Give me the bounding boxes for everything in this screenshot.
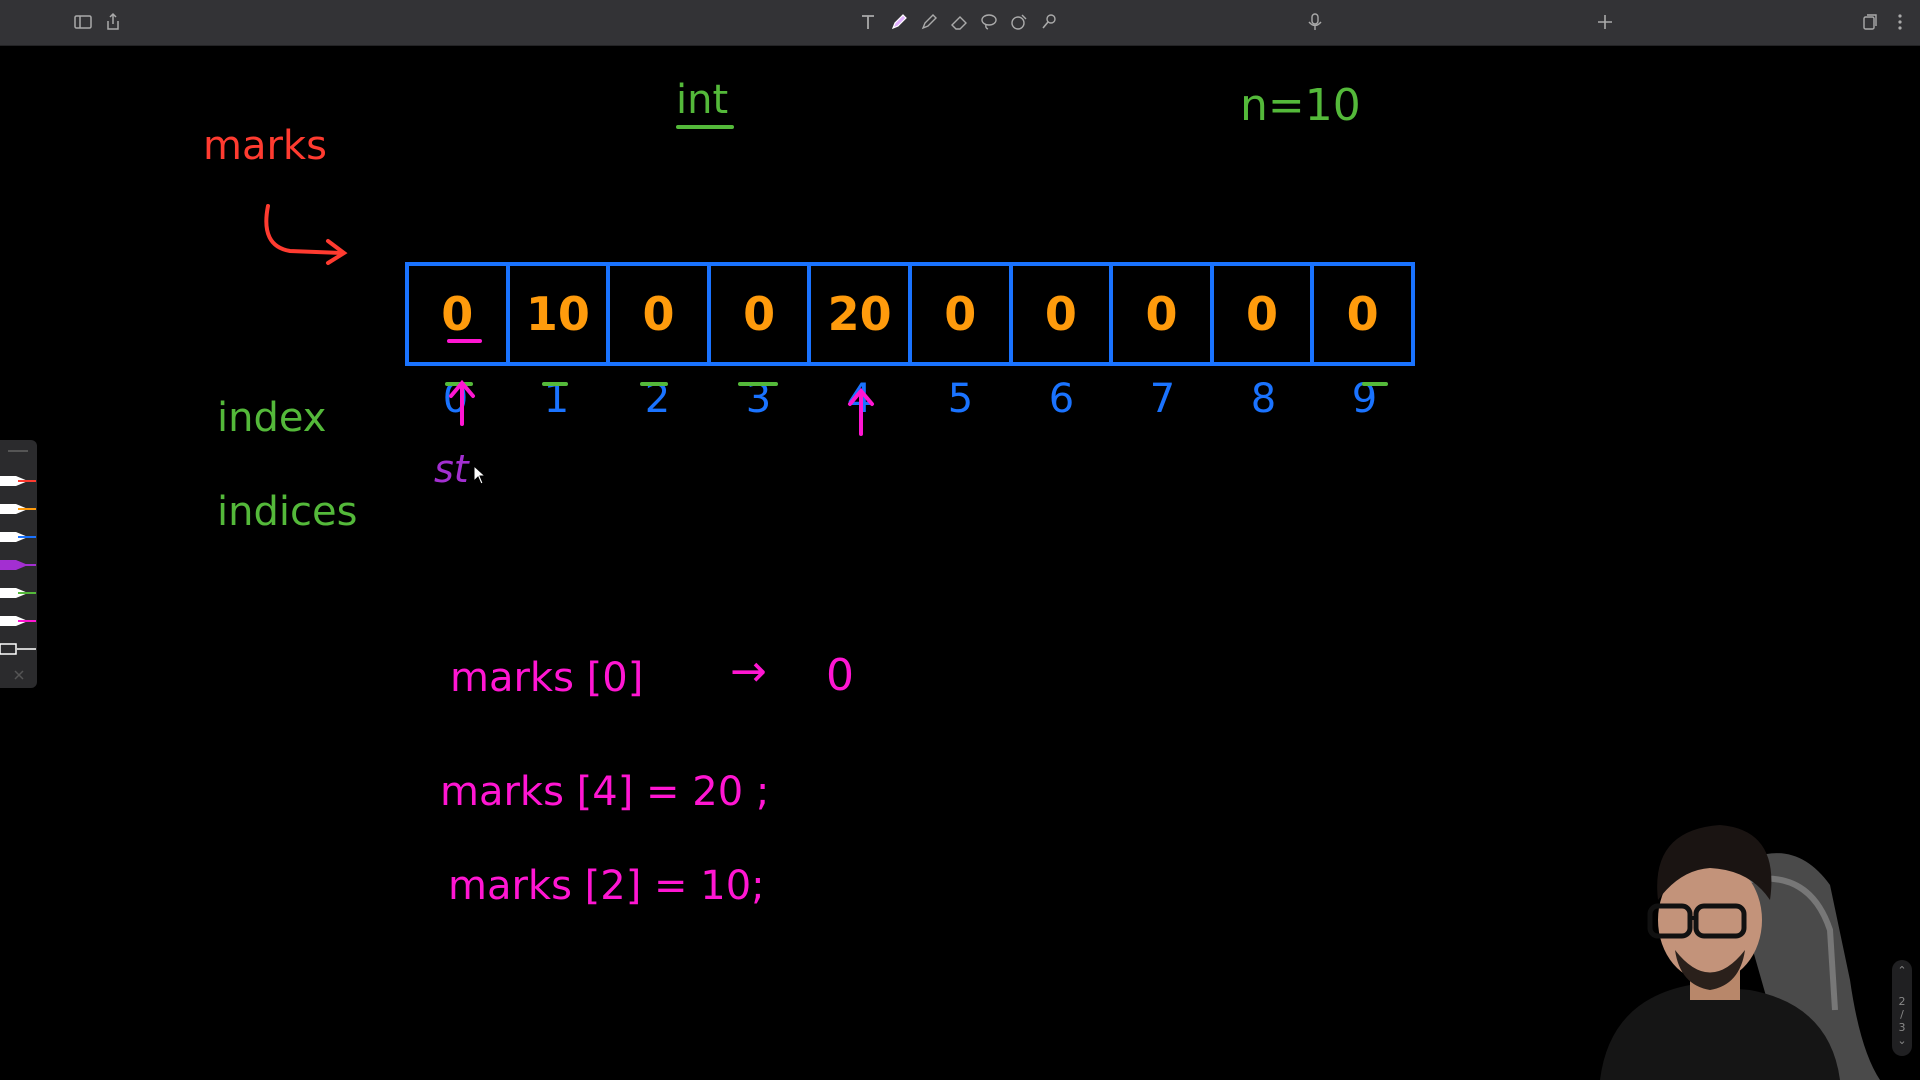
page-scroller[interactable]: ⌃ 2 / 3 ⌄ <box>1892 960 1912 1056</box>
array-cell: 10 <box>510 266 611 362</box>
index-underlines <box>445 382 1388 386</box>
microphone-icon[interactable] <box>1302 9 1328 35</box>
pen-orange[interactable] <box>0 502 36 516</box>
pen-red[interactable] <box>0 474 36 488</box>
array-cell: 0 <box>1113 266 1214 362</box>
share-icon[interactable] <box>100 9 126 35</box>
pen-white[interactable] <box>0 642 36 656</box>
label-index: index <box>217 395 327 441</box>
toolbar <box>0 0 1920 46</box>
marks-arrow <box>264 204 348 265</box>
cursor-icon <box>473 464 487 485</box>
pen-green[interactable] <box>0 586 36 600</box>
page-divider: / <box>1900 1008 1904 1021</box>
chevron-down-icon[interactable]: ⌄ <box>1897 1034 1907 1047</box>
array-cell: 0 <box>1214 266 1315 362</box>
label-n: n=10 <box>1240 80 1361 131</box>
pages-icon[interactable] <box>1857 9 1883 35</box>
pen-magenta[interactable] <box>0 614 36 628</box>
page-current: 2 <box>1898 995 1906 1008</box>
eraser-tool-icon[interactable] <box>946 9 972 35</box>
array-cell: 0 <box>912 266 1013 362</box>
lasso-tool-icon[interactable] <box>976 9 1002 35</box>
close-icon[interactable] <box>12 668 26 682</box>
palette-handle <box>8 450 28 452</box>
start-pointer-arrow <box>449 379 475 426</box>
label-indices: indices <box>217 489 358 535</box>
sidebar-icon[interactable] <box>70 9 96 35</box>
index-label: 5 <box>947 376 974 422</box>
array-cell: 0 <box>1013 266 1114 362</box>
pencil-tool-icon[interactable] <box>916 9 942 35</box>
line1-right: 0 <box>826 650 854 701</box>
chevron-up-icon[interactable]: ⌃ <box>1897 964 1907 977</box>
shapes-tool-icon[interactable] <box>1006 9 1032 35</box>
more-icon[interactable] <box>1887 9 1913 35</box>
array-cell: 0 <box>1346 287 1379 341</box>
index-label: 8 <box>1250 376 1277 422</box>
highlighter-tool-icon[interactable] <box>1036 9 1062 35</box>
pen-tool-icon[interactable] <box>886 9 912 35</box>
plus-icon[interactable] <box>1592 9 1618 35</box>
line1-left: marks [0] <box>450 655 644 701</box>
array-box: 0 10 0 0 20 0 0 0 0 0 <box>405 262 1415 366</box>
array-cell: 20 <box>811 266 912 362</box>
line2: marks [4] = 20 ; <box>440 769 770 815</box>
label-marks: marks <box>203 123 327 169</box>
page-total: 3 <box>1898 1021 1906 1034</box>
label-int: int <box>676 77 729 123</box>
line3: marks [2] = 10; <box>448 863 765 909</box>
webcam-presenter-image <box>1600 825 1880 1080</box>
index-label: 7 <box>1149 376 1176 422</box>
array-cell: 0 <box>610 266 711 362</box>
array-cell: 0 <box>409 266 510 362</box>
index4-pointer-arrow <box>848 387 874 436</box>
line1-arrow: → <box>730 646 767 697</box>
partial-text: st <box>434 447 469 491</box>
cell0-underline <box>447 339 482 343</box>
pen-purple[interactable] <box>0 558 36 572</box>
index-label: 6 <box>1048 376 1075 422</box>
pen-palette <box>0 440 37 688</box>
pen-blue[interactable] <box>0 530 36 544</box>
text-tool-icon[interactable] <box>855 9 881 35</box>
whiteboard-canvas[interactable]: marks int n=10 0 10 0 0 20 0 0 0 0 0 0 1… <box>0 46 1920 1080</box>
array-cell: 0 <box>711 266 812 362</box>
int-underline <box>676 125 734 129</box>
